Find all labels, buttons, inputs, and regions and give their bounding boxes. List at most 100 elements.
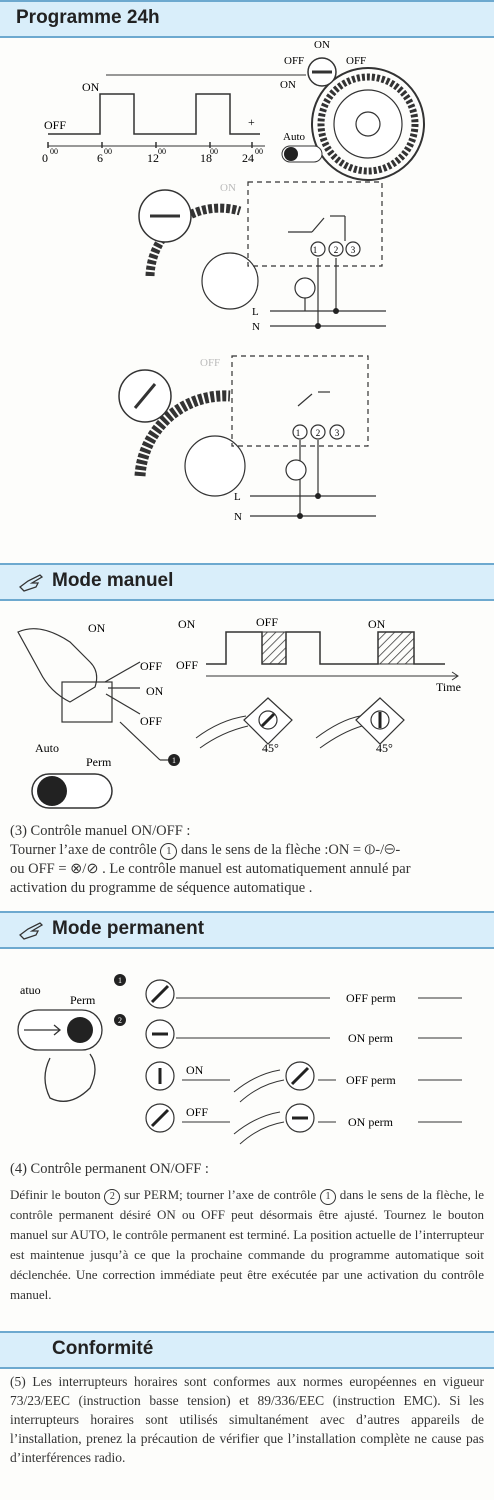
auto-switch-knob: [284, 147, 298, 161]
row-on-perm-1: ON perm: [348, 1031, 394, 1045]
timing-off-label: OFF: [44, 118, 66, 132]
svg-text:3: 3: [351, 245, 356, 255]
dial-auto-label: Auto: [283, 131, 306, 143]
hour-24: 24: [242, 151, 254, 165]
perm-label: Perm: [70, 993, 96, 1007]
perm-hands: [233, 1069, 285, 1145]
section-header-programme: Programme 24h: [0, 0, 494, 38]
manual-description: (3) Contrôle manuel ON/OFF : Tourner l’a…: [10, 822, 484, 898]
svg-text:00: 00: [255, 147, 263, 156]
hour-0: 0: [42, 151, 48, 165]
svg-text:1: 1: [118, 976, 122, 985]
manual-line3: activation du programme de séquence auto…: [10, 880, 313, 896]
timing-on-label: ON: [82, 80, 100, 94]
svg-text:2: 2: [118, 1016, 122, 1025]
chart-off-left: OFF: [176, 658, 198, 672]
auto-perm-switch-knob: [37, 776, 67, 806]
line-n: N: [252, 321, 260, 333]
marker-2-icon: [114, 1014, 126, 1026]
dial-on-left: ON: [280, 79, 296, 91]
svg-text:1: 1: [296, 428, 301, 438]
section-header-conformite: Conformité: [0, 1331, 494, 1369]
line-l: L: [252, 306, 259, 318]
circled-2-icon: 2: [104, 1189, 121, 1205]
marker-1-icon: [114, 974, 126, 986]
svg-text:00: 00: [158, 147, 166, 156]
row-off-perm-2: OFF perm: [346, 1073, 396, 1087]
chart-off-label: OFF: [256, 615, 278, 629]
manual-timing-chart: [206, 631, 459, 681]
perm-body1a: Définir le bouton: [10, 1187, 101, 1202]
timing-plus: +: [248, 115, 255, 129]
manual-line1a: Tourner l’axe de contrôle: [10, 842, 157, 858]
perm-heading: (4) Contrôle permanent ON/OFF :: [10, 1161, 209, 1177]
dial-off-left: OFF: [284, 55, 304, 67]
conf-body: (5) Les interrupteurs horaires sont conf…: [10, 1374, 484, 1465]
angle-label-1: 45°: [262, 741, 279, 755]
perm-body1c: dans le sens de la flèche, le contrôle p…: [10, 1187, 484, 1302]
section-title: Programme 24h: [16, 7, 160, 28]
svg-text:00: 00: [104, 147, 112, 156]
perm-row-lines: [176, 997, 462, 1123]
conformite-description: (5) Les interrupteurs horaires sont conf…: [10, 1372, 484, 1467]
hand-off-2: OFF: [140, 714, 162, 728]
schema-off-ghost: OFF: [200, 357, 220, 369]
section-title: Conformité: [52, 1338, 154, 1359]
hour-ticks: 0 6 12 18 24 00 00 00 00 00: [42, 147, 263, 165]
manual-line2a: ou OFF = ⊗/⊘: [10, 861, 99, 877]
timing-chart: [47, 74, 306, 148]
manual-line2b: . Le contrôle manuel est automatiquement…: [98, 861, 411, 877]
line-l-off: L: [234, 491, 241, 503]
hand-on-2: ON: [146, 684, 164, 698]
angle-label-2: 45°: [376, 741, 393, 755]
row-mid-on: ON: [186, 1063, 204, 1077]
circled-1-icon: 1: [320, 1189, 336, 1205]
svg-text:3: 3: [335, 428, 340, 438]
section-title: Mode permanent: [52, 918, 205, 939]
schema-on-ghost: ON: [220, 182, 236, 194]
perm-knob-indicators: [150, 984, 310, 1128]
dial-icon: [307, 57, 425, 181]
chart-time-label: Time: [436, 680, 461, 694]
svg-text:2: 2: [316, 428, 321, 438]
permanent-mode-diagram: atuo Perm 1 2 OFF perm ON perm OFF perm …: [17, 974, 462, 1145]
hour-18: 18: [200, 151, 212, 165]
perm-knobs: [145, 979, 315, 1133]
hand-device-illustration: [17, 628, 168, 761]
pointing-hands: [195, 715, 363, 749]
manual-heading: (3) Contrôle manuel ON/OFF :: [10, 823, 191, 839]
row-mid-off: OFF: [186, 1105, 208, 1119]
section-header-manuel: Mode manuel: [0, 563, 494, 601]
manual-auto-label: Auto: [35, 741, 59, 755]
svg-text:2: 2: [334, 245, 339, 255]
atuo-label: atuo: [20, 983, 41, 997]
off-schema: [118, 355, 376, 517]
line-n-off: N: [234, 511, 242, 523]
row-on-perm-2: ON perm: [348, 1115, 394, 1129]
programme-24h-diagram: ON OFF + 0 6 12 18 24 00 00 00 00 00 ON …: [42, 39, 425, 523]
permanent-description: (4) Contrôle permanent ON/OFF : Définir …: [10, 1160, 484, 1305]
perm-switch-knob: [67, 1017, 93, 1043]
svg-text:1: 1: [172, 756, 176, 765]
manual-line1b: dans le sens de la flèche :ON = ⦶-/⊖-: [181, 842, 401, 858]
dial-on-top: ON: [314, 39, 330, 51]
manual-perm-label: Perm: [86, 755, 112, 769]
chart-on-label: ON: [178, 617, 196, 631]
svg-text:1: 1: [313, 245, 318, 255]
section-title: Mode manuel: [52, 570, 174, 591]
chart-on-label-2: ON: [368, 617, 386, 631]
pointing-hand-icon: [19, 922, 44, 940]
marker-1-icon: [168, 754, 180, 766]
on-schema: [138, 181, 386, 327]
pointing-hand-icon: [19, 574, 44, 592]
circled-1-icon: 1: [160, 843, 178, 860]
manual-mode-diagram: ON OFF ON OFF 1 Auto Perm ON OFF ON OFF …: [17, 615, 461, 809]
perm-body1b: sur PERM; tourner l’axe de contrôle: [124, 1187, 317, 1202]
svg-text:00: 00: [210, 147, 218, 156]
row-off-perm-1: OFF perm: [346, 991, 396, 1005]
hour-6: 6: [97, 151, 103, 165]
svg-text:00: 00: [50, 147, 58, 156]
section-header-permanent: Mode permanent: [0, 911, 494, 949]
hour-12: 12: [147, 151, 159, 165]
hand-on-1: ON: [88, 621, 106, 635]
